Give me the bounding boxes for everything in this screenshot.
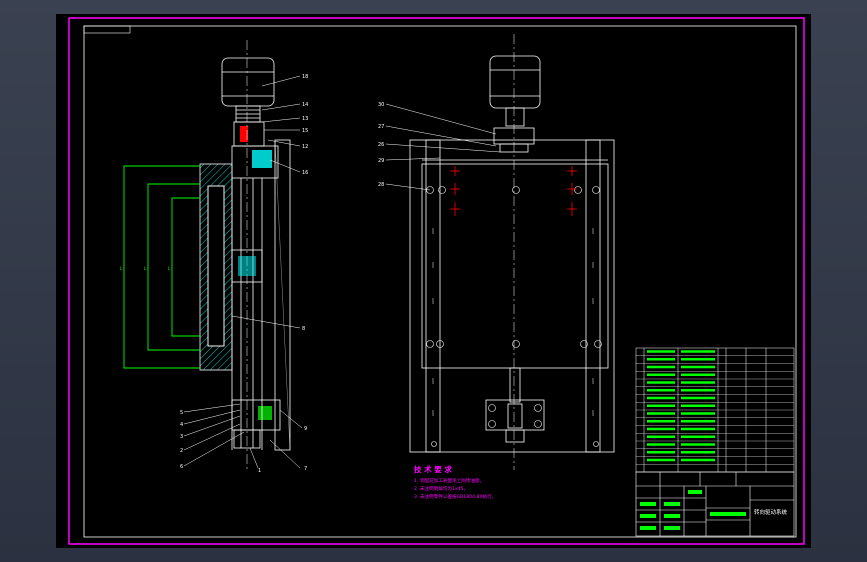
parts-list-entry-mark (647, 373, 675, 376)
callout-label: 2 (180, 448, 183, 454)
side-view-leaders (183, 75, 303, 469)
callout-label: 14 (302, 102, 308, 108)
tech-requirement-item: 1. 装配前加工表面涂上防锈油脂。 (414, 477, 484, 484)
parts-list-entry-mark (647, 458, 675, 462)
front-red-centers (450, 166, 577, 216)
parts-list-entry-mark (681, 404, 715, 407)
inner-frame (83, 25, 797, 538)
parts-list-entry-mark (681, 396, 715, 400)
parts-list-entry-mark (647, 358, 675, 361)
front-view-leaders (385, 103, 501, 191)
parts-list-entry-mark (681, 381, 715, 384)
corner-tag (83, 25, 131, 34)
svg-text:L: L (144, 266, 147, 271)
callout-label: 1 (258, 468, 261, 474)
parts-list-entry-mark (647, 443, 675, 446)
parts-list-entry-mark (647, 427, 675, 431)
parts-list-entry-mark (647, 412, 675, 415)
parts-list-entry-mark (647, 451, 675, 454)
parts-list-entry-mark (647, 389, 675, 392)
title-block-green (640, 490, 746, 530)
parts-list-entry-mark (681, 412, 715, 415)
callout-label: 4 (180, 422, 183, 428)
parts-list-entry-mark (647, 365, 675, 369)
tech-requirement-item: 3. 未注明零件公差按GB1804-80执行。 (414, 493, 496, 500)
callout-label: 3 (180, 434, 183, 440)
side-view-callouts: 18 14 13 15 12 16 8 5 4 3 2 6 7 1 9 (180, 74, 308, 474)
front-view (409, 34, 615, 470)
parts-list-entry-mark (681, 435, 715, 438)
callout-label: 6 (180, 464, 183, 470)
tech-requirements-title: 技 术 要 求 (414, 464, 452, 474)
parts-list-entry-mark (681, 443, 715, 446)
parts-list-entry-mark (681, 358, 715, 361)
parts-list-entry-mark (647, 350, 675, 353)
svg-text:L: L (168, 266, 171, 271)
tech-requirement-item: 2. 未注明倒角均为1x45。 (414, 485, 468, 492)
tech-requirements: 技 术 要 求 1. 装配前加工表面涂上防锈油脂。 2. 未注明倒角均为1x45… (414, 464, 496, 500)
svg-text:L: L (120, 266, 123, 271)
title-block-name: 转向驱动系统 (754, 508, 788, 516)
parts-list-entry-mark (681, 451, 715, 454)
callout-label: 8 (302, 326, 305, 332)
parts-list-green-marks (647, 350, 715, 462)
callout-label: 9 (304, 426, 307, 432)
callout-label: 29 (378, 158, 384, 164)
callout-label: 12 (302, 144, 308, 150)
parts-list-entry-mark (647, 420, 675, 423)
parts-list-entry-mark (647, 381, 675, 384)
front-frame (409, 139, 615, 453)
callout-label: 27 (378, 124, 384, 130)
callout-label: 5 (180, 410, 183, 416)
parts-list-entry-mark (681, 427, 715, 431)
callout-label: 15 (302, 128, 308, 134)
parts-list-entry-mark (681, 458, 715, 462)
parts-list-entry-mark (681, 373, 715, 376)
callout-label: 18 (302, 74, 308, 80)
front-view-callouts: 30 27 26 29 28 (378, 102, 384, 188)
callout-label: 7 (304, 466, 307, 472)
front-tick-marks (432, 228, 594, 416)
callout-label: 13 (302, 116, 308, 122)
front-bolts (426, 186, 602, 447)
callout-label: 16 (302, 170, 308, 176)
green-outline: L L L (120, 165, 200, 369)
parts-list-entry-mark (647, 435, 675, 438)
callout-label: 30 (378, 102, 384, 108)
parts-list-entry-mark (647, 396, 675, 400)
parts-list-entry-mark (681, 365, 715, 369)
parts-list-entry-mark (681, 350, 715, 353)
callout-label: 28 (378, 182, 384, 188)
outer-frame (68, 17, 805, 545)
parts-list-entry-mark (681, 389, 715, 392)
side-view (199, 40, 291, 472)
parts-list-rows (636, 355, 794, 465)
parts-list-entry-mark (681, 420, 715, 423)
title-block (635, 471, 795, 537)
callout-label: 26 (378, 142, 384, 148)
parts-list-entry-mark (647, 404, 675, 407)
